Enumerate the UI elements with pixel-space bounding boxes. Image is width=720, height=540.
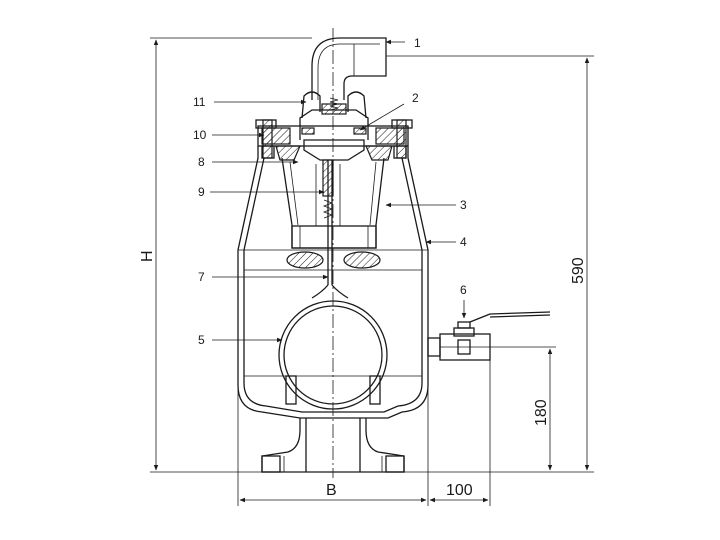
callout-7: 7 <box>198 270 205 284</box>
callout-5: 5 <box>198 333 205 347</box>
dimension-lines <box>150 37 594 506</box>
callouts: 1 2 3 4 5 6 7 8 9 10 11 <box>193 36 467 347</box>
leader-lines <box>210 39 456 343</box>
dim-overall-height: 590 <box>570 257 587 284</box>
float-stem <box>311 159 349 299</box>
callout-8: 8 <box>198 155 205 169</box>
dim-height-label: H <box>139 250 156 262</box>
callout-3: 3 <box>460 198 467 212</box>
callout-6: 6 <box>460 283 467 297</box>
seal-ring <box>286 251 381 269</box>
top-cover <box>255 119 413 161</box>
dimension-texts: H 590 180 B 100 <box>139 250 587 499</box>
outlet-elbow <box>311 37 387 100</box>
dim-valve-height: 180 <box>533 399 550 426</box>
callout-9: 9 <box>198 185 205 199</box>
callout-11: 11 <box>193 95 206 109</box>
callout-10: 10 <box>193 128 207 142</box>
drain-valve <box>427 300 551 361</box>
callout-2: 2 <box>412 91 419 105</box>
dim-width-label: B <box>326 482 337 499</box>
dim-valve-offset: 100 <box>446 482 473 499</box>
callout-1: 1 <box>414 36 421 50</box>
valve-head <box>299 91 369 161</box>
callout-4: 4 <box>460 235 467 249</box>
